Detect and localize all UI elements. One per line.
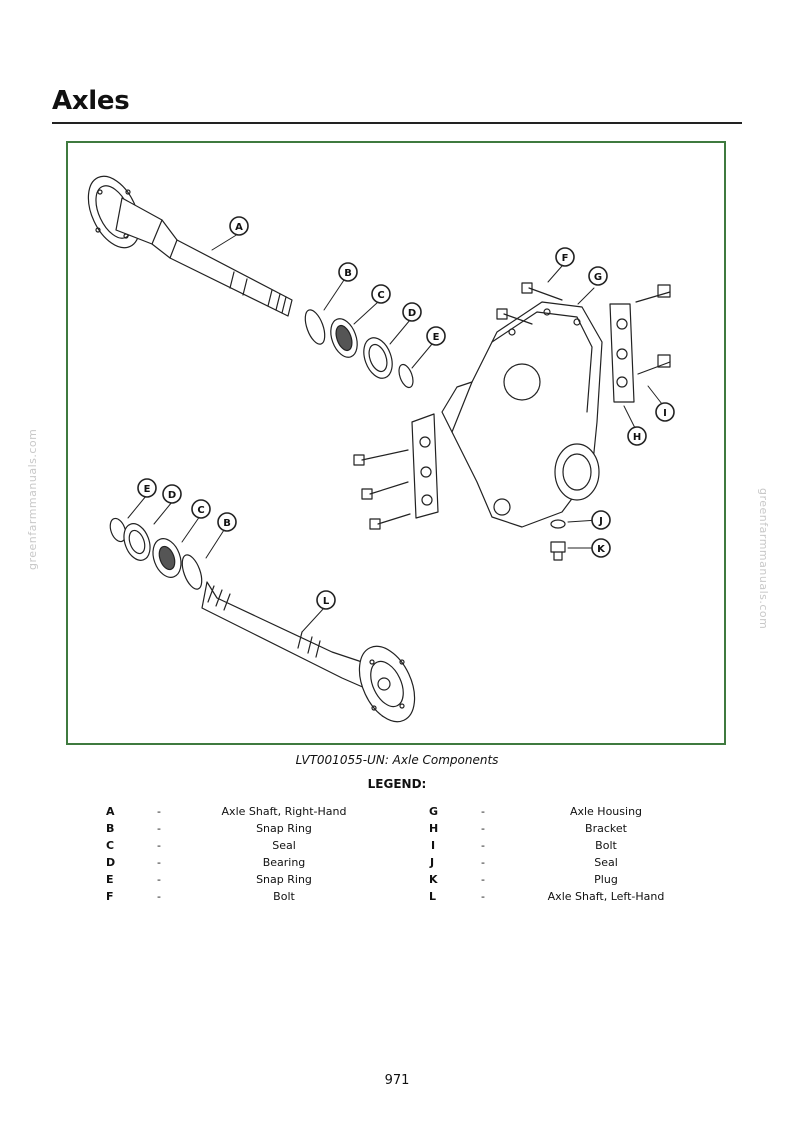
legend-dash: -	[157, 822, 161, 835]
lower-seals-bearing-set	[109, 517, 203, 590]
legend-key: D	[106, 856, 116, 869]
legend-desc: Axle Shaft, Right-Hand	[221, 805, 347, 818]
upper-bolts	[496, 282, 563, 325]
legend-row: C - Seal I - Bolt	[0, 839, 794, 856]
legend-dash: -	[481, 873, 485, 886]
axle-housing	[441, 301, 603, 528]
callout-h: H	[633, 432, 641, 443]
legend-row: A - Axle Shaft, Right-Hand G - Axle Hous…	[0, 805, 794, 822]
legend-row: D - Bearing J - Seal	[0, 856, 794, 873]
callout-k: K	[597, 544, 606, 555]
legend-dash: -	[157, 805, 161, 818]
legend-key: L	[429, 890, 437, 903]
legend-dash: -	[481, 890, 485, 903]
callout-g: G	[594, 272, 602, 283]
callout-f: F	[562, 253, 569, 264]
legend-dash: -	[481, 839, 485, 852]
callout-d: D	[408, 308, 416, 319]
callout-e: E	[433, 332, 440, 343]
legend-dash: -	[157, 890, 161, 903]
axle-components-figure: A B C D E F G H I J K E D C B L	[66, 141, 726, 745]
callout-i: I	[663, 408, 667, 419]
callout-e-lower: E	[144, 484, 151, 495]
callout-b-lower: B	[223, 518, 231, 529]
legend-row: B - Snap Ring H - Bracket	[0, 822, 794, 839]
legend-desc: Seal	[594, 856, 618, 869]
callout-labels: A B C D E F G H I J K E D C B L	[144, 222, 667, 607]
left-bracket	[353, 413, 439, 530]
legend-row: F - Bolt L - Axle Shaft, Left-Hand	[0, 890, 794, 907]
legend-key: E	[106, 873, 114, 886]
legend-key: K	[429, 873, 438, 886]
right-axle-shaft	[87, 175, 293, 317]
title-underline	[52, 122, 742, 124]
left-axle-shaft	[201, 581, 416, 723]
legend-row: E - Snap Ring K - Plug	[0, 873, 794, 890]
page-number: 971	[384, 1073, 410, 1088]
legend-key: F	[106, 890, 114, 903]
legend-desc: Bracket	[585, 822, 627, 835]
legend-desc: Snap Ring	[256, 873, 312, 886]
watermark-left: greenfarmmanuals.com	[26, 428, 39, 570]
legend-key: C	[106, 839, 115, 852]
legend-key: B	[106, 822, 115, 835]
legend-desc: Axle Shaft, Left-Hand	[547, 890, 665, 903]
legend-key: I	[431, 839, 436, 852]
legend-key: H	[429, 822, 439, 835]
legend-dash: -	[157, 856, 161, 869]
right-bracket	[609, 284, 671, 403]
legend-dash: -	[157, 873, 161, 886]
legend-key: G	[429, 805, 439, 818]
legend-dash: -	[481, 822, 485, 835]
callout-j: J	[598, 516, 603, 527]
callout-l: L	[323, 596, 330, 607]
legend-key: A	[106, 805, 115, 818]
legend-title: LEGEND:	[367, 777, 427, 791]
callout-b: B	[344, 268, 352, 279]
figure-caption: LVT001055-UN: Axle Components	[295, 753, 499, 767]
callout-c: C	[377, 290, 384, 301]
legend-desc: Seal	[272, 839, 296, 852]
legend-desc: Bolt	[273, 890, 295, 903]
legend-desc: Snap Ring	[256, 822, 312, 835]
callout-c-lower: C	[197, 505, 204, 516]
upper-seals-bearing-set	[304, 309, 414, 389]
legend-desc: Bearing	[262, 856, 306, 869]
seal-and-plug	[550, 519, 566, 561]
legend-desc: Bolt	[595, 839, 617, 852]
legend-dash: -	[157, 839, 161, 852]
watermark-right: greenfarmmanuals.com	[757, 488, 770, 630]
callout-d-lower: D	[168, 490, 176, 501]
callout-a: A	[235, 222, 243, 233]
legend-desc: Axle Housing	[569, 805, 643, 818]
exploded-view-drawing	[87, 175, 675, 723]
page-title: Axles	[52, 86, 130, 116]
callout-circles	[137, 216, 675, 610]
legend-desc: Plug	[594, 873, 618, 886]
legend-dash: -	[481, 805, 485, 818]
legend-dash: -	[481, 856, 485, 869]
legend-key: J	[430, 856, 435, 869]
